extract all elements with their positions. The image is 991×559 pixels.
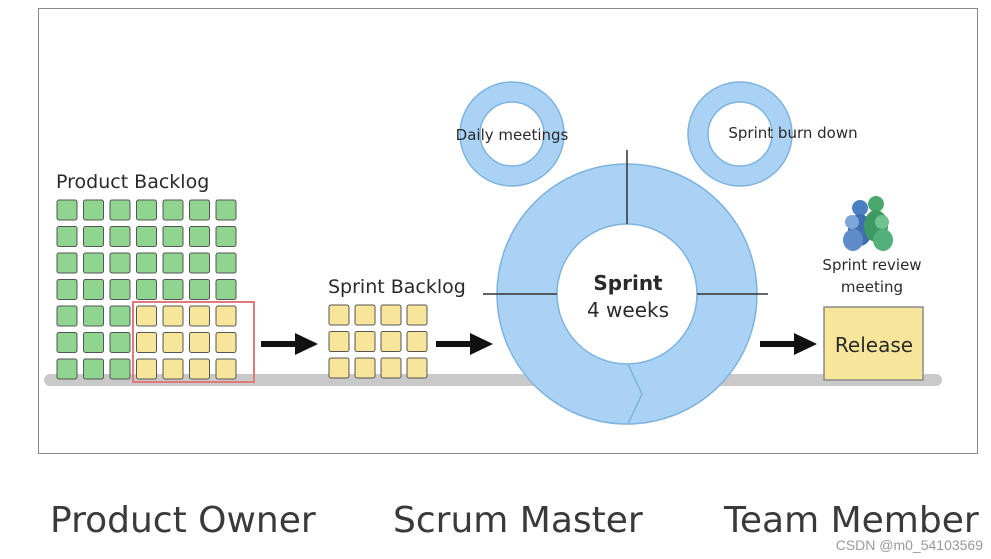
backlog-item xyxy=(83,279,104,300)
sprint-backlog-item xyxy=(380,357,402,379)
role-product-owner: Product Owner xyxy=(50,500,316,541)
backlog-item xyxy=(83,332,104,353)
backlog-item xyxy=(189,199,210,221)
backlog-item xyxy=(56,358,78,380)
arrow-right-icon xyxy=(760,333,817,355)
sprint-backlog-label: Sprint Backlog xyxy=(328,276,466,298)
sprint-backlog-item xyxy=(354,357,376,379)
arrow-right-icon xyxy=(436,333,493,355)
selected-backlog-item xyxy=(162,358,184,380)
backlog-item xyxy=(109,252,131,274)
sprint-backlog-item xyxy=(328,304,350,326)
backlog-item xyxy=(215,252,237,274)
backlog-item xyxy=(109,332,131,353)
backlog-item xyxy=(162,252,184,274)
sprint-review-label-line2: meeting xyxy=(841,278,903,296)
sprint-review-label-line1: Sprint review xyxy=(822,256,921,274)
backlog-item xyxy=(215,226,237,247)
selected-backlog-item xyxy=(189,305,210,327)
backlog-item xyxy=(56,199,78,221)
backlog-item xyxy=(136,252,157,274)
backlog-item xyxy=(109,305,131,327)
sprint-burn-down-cycle-icon xyxy=(687,81,793,187)
selected-backlog-item xyxy=(136,305,157,327)
backlog-item xyxy=(162,199,184,221)
backlog-item xyxy=(83,358,104,380)
backlog-item xyxy=(215,199,237,221)
backlog-item xyxy=(189,252,210,274)
sprint-backlog-item xyxy=(380,331,402,352)
backlog-item xyxy=(162,279,184,300)
backlog-item xyxy=(109,279,131,300)
backlog-item xyxy=(56,252,78,274)
release-box xyxy=(823,306,924,381)
backlog-item xyxy=(215,279,237,300)
selected-backlog-item xyxy=(136,358,157,380)
selected-backlog-item xyxy=(162,332,184,353)
backlog-item xyxy=(109,226,131,247)
sprint-cycle-icon xyxy=(483,150,768,425)
selected-backlog-item xyxy=(215,305,237,327)
backlog-item xyxy=(109,358,131,380)
backlog-item xyxy=(56,332,78,353)
people-group-icon xyxy=(843,196,893,251)
sprint-backlog-item xyxy=(328,357,350,379)
selected-backlog-item xyxy=(189,332,210,353)
sprint-backlog-item xyxy=(354,304,376,326)
backlog-item xyxy=(189,279,210,300)
selected-backlog-item xyxy=(189,358,210,380)
backlog-item xyxy=(162,226,184,247)
sprint-backlog-item xyxy=(406,331,428,352)
backlog-item xyxy=(83,199,104,221)
backlog-item xyxy=(136,226,157,247)
sprint-backlog-item xyxy=(328,331,350,352)
selected-items-frame xyxy=(132,301,255,383)
watermark: CSDN @m0_54103569 xyxy=(835,537,983,553)
backlog-item xyxy=(83,305,104,327)
role-team-member: Team Member xyxy=(724,500,979,541)
product-backlog-label: Product Backlog xyxy=(56,171,209,193)
sprint-backlog-item xyxy=(354,331,376,352)
backlog-item xyxy=(83,226,104,247)
product-backlog-grid xyxy=(56,199,237,380)
backlog-item xyxy=(56,305,78,327)
backlog-item xyxy=(136,279,157,300)
backlog-item xyxy=(189,226,210,247)
sprint-duration-label: 4 weeks xyxy=(587,298,669,322)
backlog-item xyxy=(109,199,131,221)
backlog-item xyxy=(56,226,78,247)
sprint-backlog-grid xyxy=(328,304,428,379)
sprint-backlog-item xyxy=(406,304,428,326)
release-label: Release xyxy=(835,333,913,357)
backlog-item xyxy=(136,199,157,221)
selected-backlog-item xyxy=(136,332,157,353)
selected-backlog-item xyxy=(162,305,184,327)
backlog-item xyxy=(83,252,104,274)
daily-meetings-cycle-icon xyxy=(459,81,565,187)
daily-meetings-label: Daily meetings xyxy=(456,126,569,144)
sprint-backlog-item xyxy=(380,304,402,326)
selected-backlog-item xyxy=(215,332,237,353)
sprint-label: Sprint xyxy=(593,271,663,295)
sprint-backlog-item xyxy=(406,357,428,379)
sprint-burn-down-label: Sprint burn down xyxy=(728,124,857,142)
selected-backlog-item xyxy=(215,358,237,380)
backlog-item xyxy=(56,279,78,300)
arrow-right-icon xyxy=(261,333,318,355)
role-scrum-master: Scrum Master xyxy=(393,500,643,541)
